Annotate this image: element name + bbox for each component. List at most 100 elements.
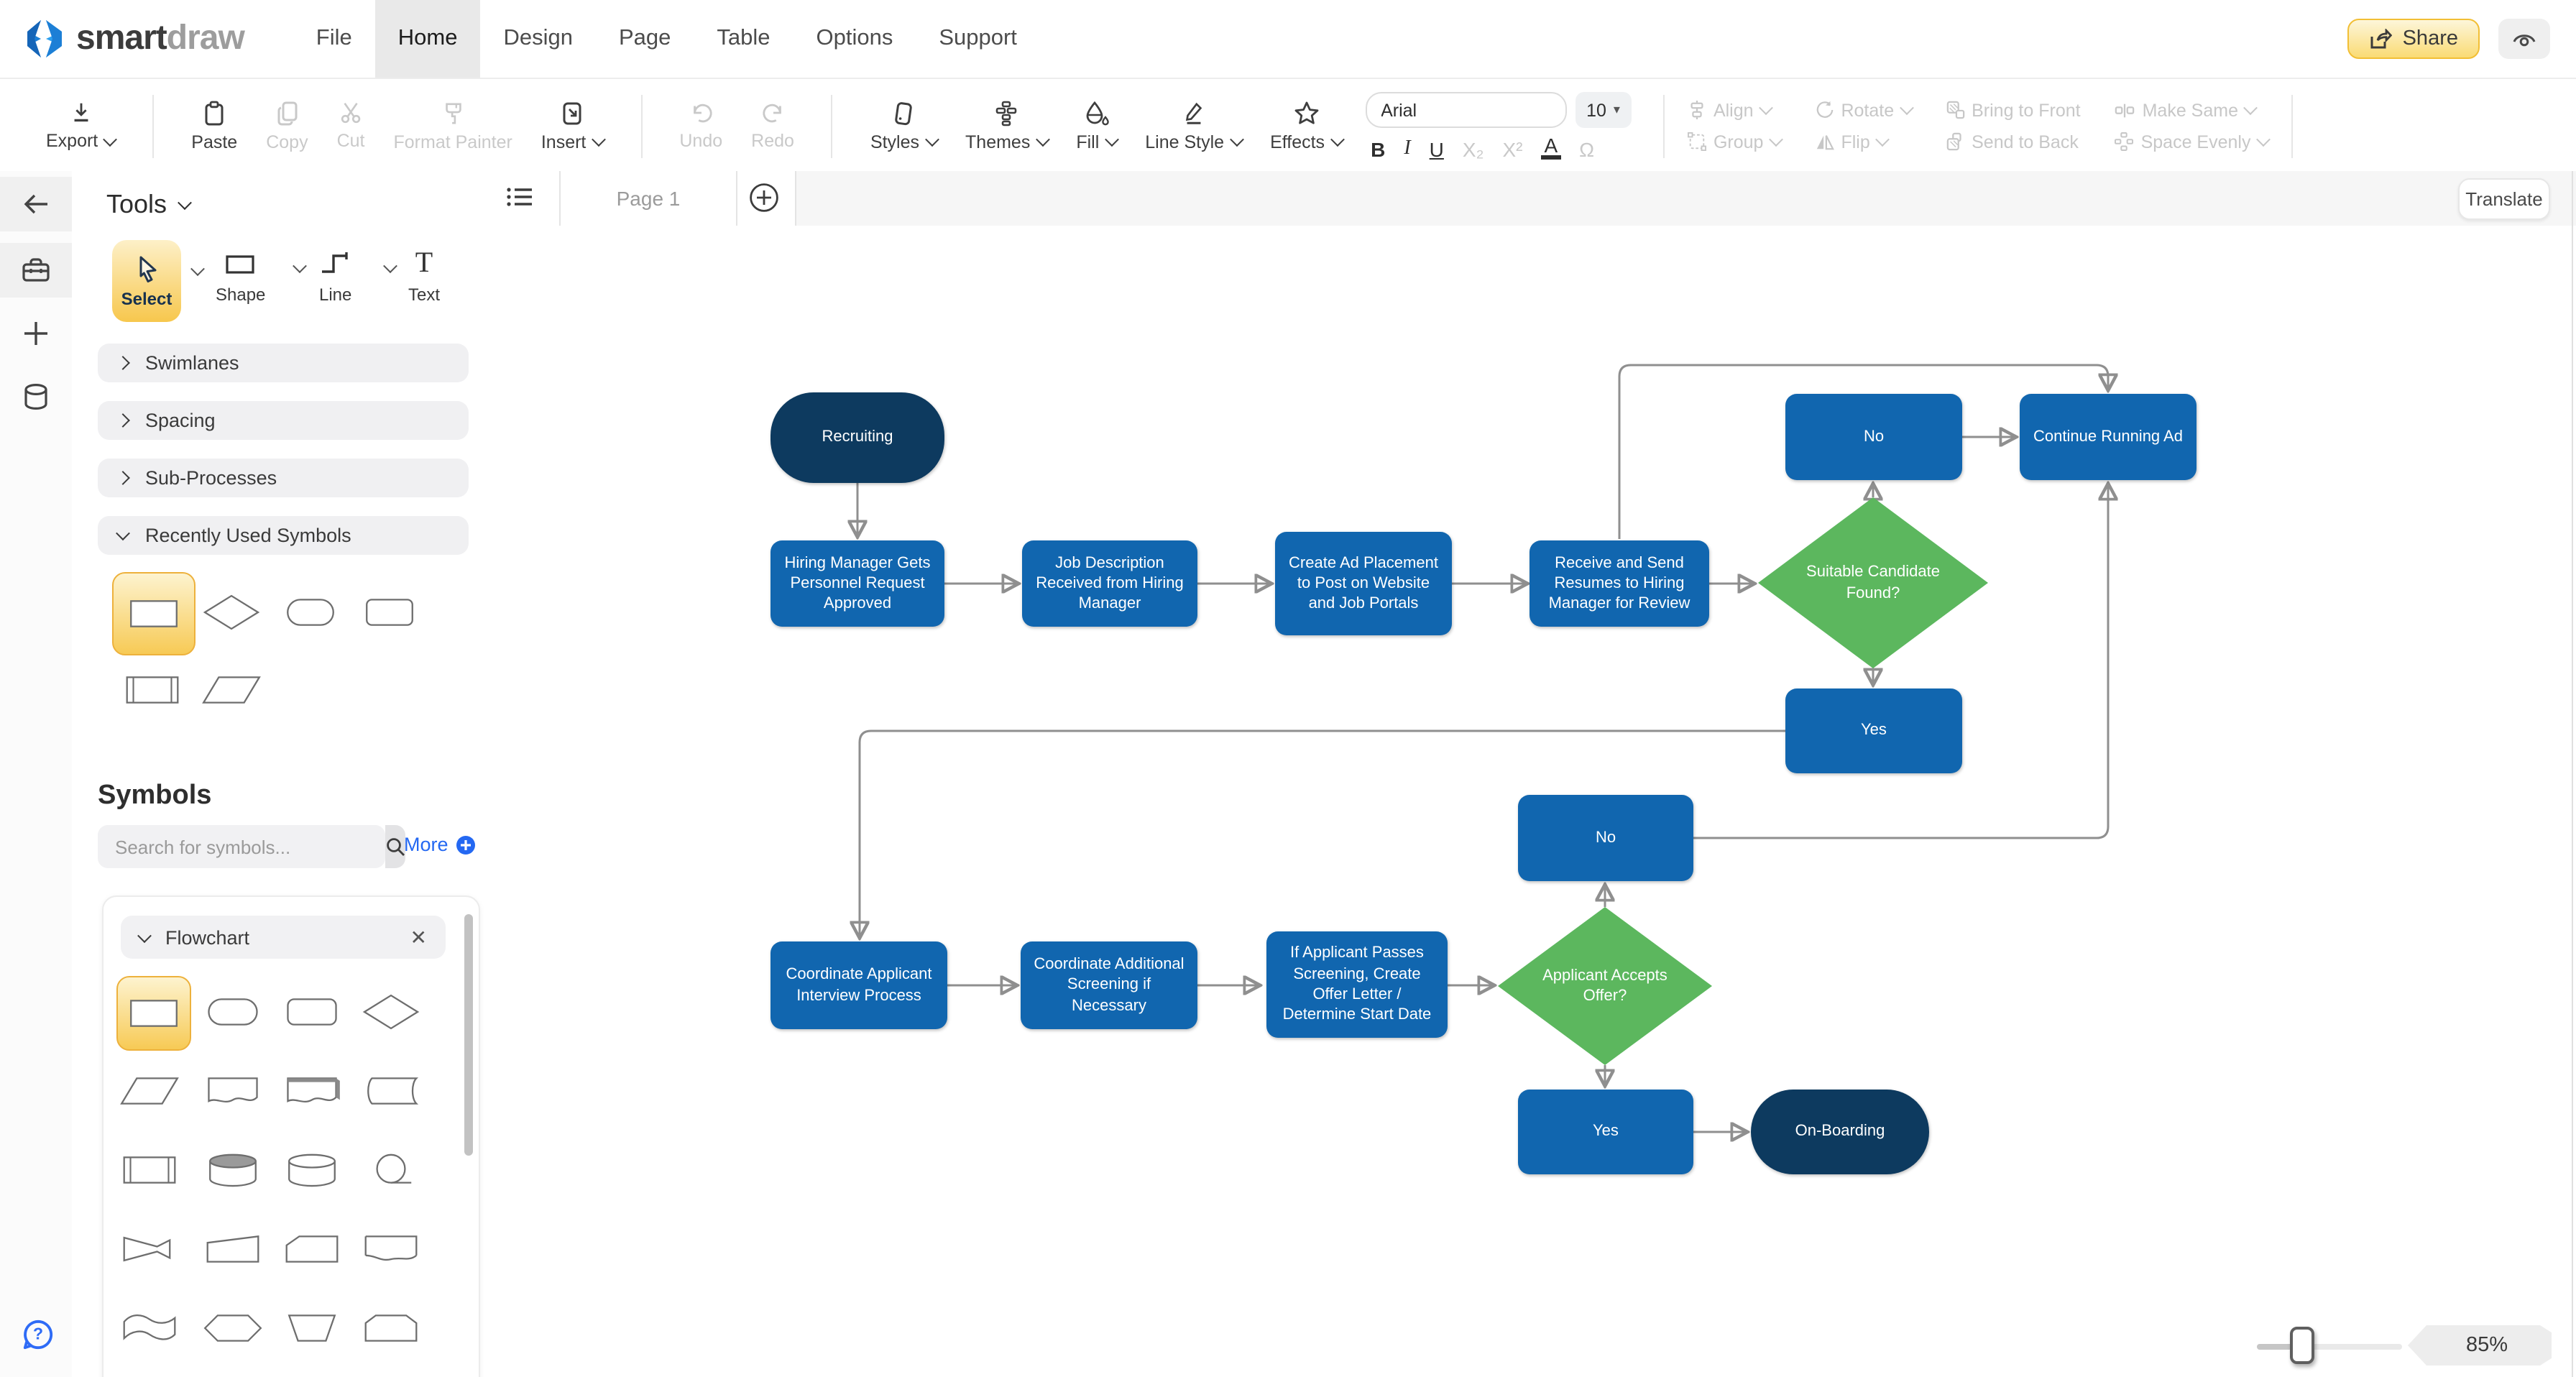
recent-symbol-rounded-rect[interactable] <box>358 591 421 634</box>
menu-file[interactable]: File <box>316 26 352 50</box>
page-list-button[interactable] <box>506 181 535 220</box>
flowchart-library-header[interactable]: Flowchart ✕ <box>121 916 446 959</box>
align-button[interactable]: Align <box>1688 100 1781 120</box>
menu-home[interactable]: Home <box>374 0 481 78</box>
recent-symbol-diamond[interactable] <box>200 591 263 634</box>
recent-symbol-predefined-process[interactable] <box>112 666 193 714</box>
line-tool-chevron[interactable] <box>383 259 397 274</box>
copy-button[interactable]: Copy <box>266 100 308 152</box>
section-recently-used[interactable]: Recently Used Symbols <box>98 516 469 555</box>
node-coordinate-screening[interactable]: Coordinate Additional Screening if Neces… <box>1021 941 1197 1029</box>
subscript-button[interactable]: X₂ <box>1462 138 1484 161</box>
text-tool-button[interactable]: T Text <box>408 249 440 305</box>
italic-button[interactable]: I <box>1404 138 1411 160</box>
node-continue-running-ad[interactable]: Continue Running Ad <box>2020 394 2196 480</box>
symbol-decision[interactable] <box>358 990 424 1033</box>
section-swimlanes[interactable]: Swimlanes <box>98 344 469 382</box>
data-panel-button[interactable] <box>0 369 72 424</box>
themes-button[interactable]: Themes <box>965 100 1050 152</box>
symbol-multi-document[interactable] <box>279 1069 345 1113</box>
symbol-database-shaded[interactable] <box>200 1148 266 1192</box>
undo-button[interactable]: Undo <box>679 101 722 151</box>
effects-button[interactable]: Effects <box>1270 100 1344 152</box>
rotate-button[interactable]: Rotate <box>1815 100 1914 120</box>
select-tool-button[interactable]: Select <box>112 240 181 322</box>
menu-design[interactable]: Design <box>503 26 573 50</box>
symbol-manual-operation[interactable] <box>200 1228 266 1271</box>
insert-button[interactable]: Insert <box>541 100 606 152</box>
recent-symbol-parallelogram[interactable] <box>200 668 263 711</box>
symbol-collate[interactable] <box>116 1228 183 1271</box>
node-receive-resumes[interactable]: Receive and Send Resumes to Hiring Manag… <box>1530 540 1709 627</box>
format-painter-button[interactable]: Format Painter <box>394 100 512 152</box>
node-if-passes[interactable]: If Applicant Passes Screening, Create Of… <box>1266 931 1448 1038</box>
symbol-stored-data[interactable] <box>358 1069 424 1113</box>
canvas-scrollbar[interactable] <box>2572 171 2573 1377</box>
node-create-ad[interactable]: Create Ad Placement to Post on Website a… <box>1275 532 1452 635</box>
symbol-preparation[interactable] <box>200 1307 266 1350</box>
flip-button[interactable]: Flip <box>1815 132 1911 152</box>
help-button[interactable]: ? <box>22 1318 55 1358</box>
superscript-button[interactable]: X² <box>1502 138 1523 161</box>
bold-button[interactable]: B <box>1371 138 1386 161</box>
shape-tool-button[interactable]: Shape <box>216 253 265 305</box>
connector[interactable] <box>860 729 1785 937</box>
symbol-wave[interactable] <box>116 1307 183 1350</box>
fill-button[interactable]: Fill <box>1076 100 1119 152</box>
font-name-input[interactable] <box>1365 92 1567 128</box>
symbol-manual-input[interactable] <box>279 1307 345 1350</box>
more-symbols-link[interactable]: More <box>404 834 476 855</box>
menu-support[interactable]: Support <box>939 26 1017 50</box>
node-yes-bottom[interactable]: Yes <box>1518 1090 1693 1174</box>
menu-page[interactable]: Page <box>618 26 671 50</box>
symbol-database[interactable] <box>279 1148 345 1192</box>
node-no-top[interactable]: No <box>1785 394 1962 480</box>
group-button[interactable]: Group <box>1687 132 1783 152</box>
symbol-terminator[interactable] <box>200 990 266 1033</box>
symbol-card[interactable] <box>279 1228 345 1271</box>
symbol-display[interactable] <box>358 1307 424 1350</box>
shape-tool-chevron[interactable] <box>293 259 307 274</box>
symbol-off-page[interactable] <box>358 1228 424 1271</box>
node-job-description[interactable]: Job Description Received from Hiring Man… <box>1022 540 1197 627</box>
space-evenly-button[interactable]: Space Evenly <box>2115 132 2271 152</box>
connector[interactable] <box>1618 364 2108 539</box>
library-scrollbar[interactable] <box>464 914 473 1156</box>
page-tab[interactable]: Page 1 <box>559 171 737 226</box>
symbol-button[interactable]: Ω <box>1579 138 1595 161</box>
node-no-bottom[interactable]: No <box>1518 795 1693 881</box>
export-button[interactable]: Export <box>46 101 118 151</box>
cut-button[interactable]: Cut <box>337 101 365 151</box>
connector[interactable] <box>1693 484 2108 839</box>
line-style-button[interactable]: Line Style <box>1145 100 1243 152</box>
smartdraw-logo[interactable]: smartdraw <box>26 0 245 78</box>
symbol-predefined-process[interactable] <box>116 1148 183 1192</box>
symbol-search-input[interactable] <box>98 836 385 857</box>
symbol-alt-process[interactable] <box>279 990 345 1033</box>
recent-symbol-rectangle[interactable] <box>112 572 196 655</box>
redo-button[interactable]: Redo <box>751 101 794 151</box>
node-recruiting[interactable]: Recruiting <box>770 392 944 483</box>
section-sub-processes[interactable]: Sub-Processes <box>98 459 469 497</box>
node-hiring-manager[interactable]: Hiring Manager Gets Personnel Request Ap… <box>770 540 944 627</box>
zoom-slider-track[interactable] <box>2257 1344 2402 1349</box>
symbol-connector[interactable] <box>358 1148 424 1192</box>
underline-button[interactable]: U <box>1429 138 1444 161</box>
menu-options[interactable]: Options <box>816 26 893 50</box>
menu-table[interactable]: Table <box>717 26 770 50</box>
node-onboarding[interactable]: On-Boarding <box>1751 1090 1929 1174</box>
send-to-back-button[interactable]: Send to Back <box>1946 132 2080 152</box>
zoom-slider-handle[interactable] <box>2290 1327 2314 1364</box>
symbol-process[interactable] <box>116 976 191 1051</box>
add-page-button[interactable] <box>749 183 779 220</box>
share-button[interactable]: Share <box>2347 19 2480 59</box>
font-color-button[interactable]: A <box>1541 135 1561 160</box>
search-button[interactable] <box>385 825 405 868</box>
paste-button[interactable]: Paste <box>191 100 237 152</box>
font-size-select[interactable]: 10▾ <box>1575 92 1632 128</box>
line-tool-button[interactable]: Line <box>319 250 351 305</box>
tools-panel-title[interactable]: Tools <box>106 190 192 220</box>
close-icon[interactable]: ✕ <box>410 925 427 948</box>
node-yes-top[interactable]: Yes <box>1785 688 1962 773</box>
make-same-button[interactable]: Make Same <box>2115 100 2268 120</box>
